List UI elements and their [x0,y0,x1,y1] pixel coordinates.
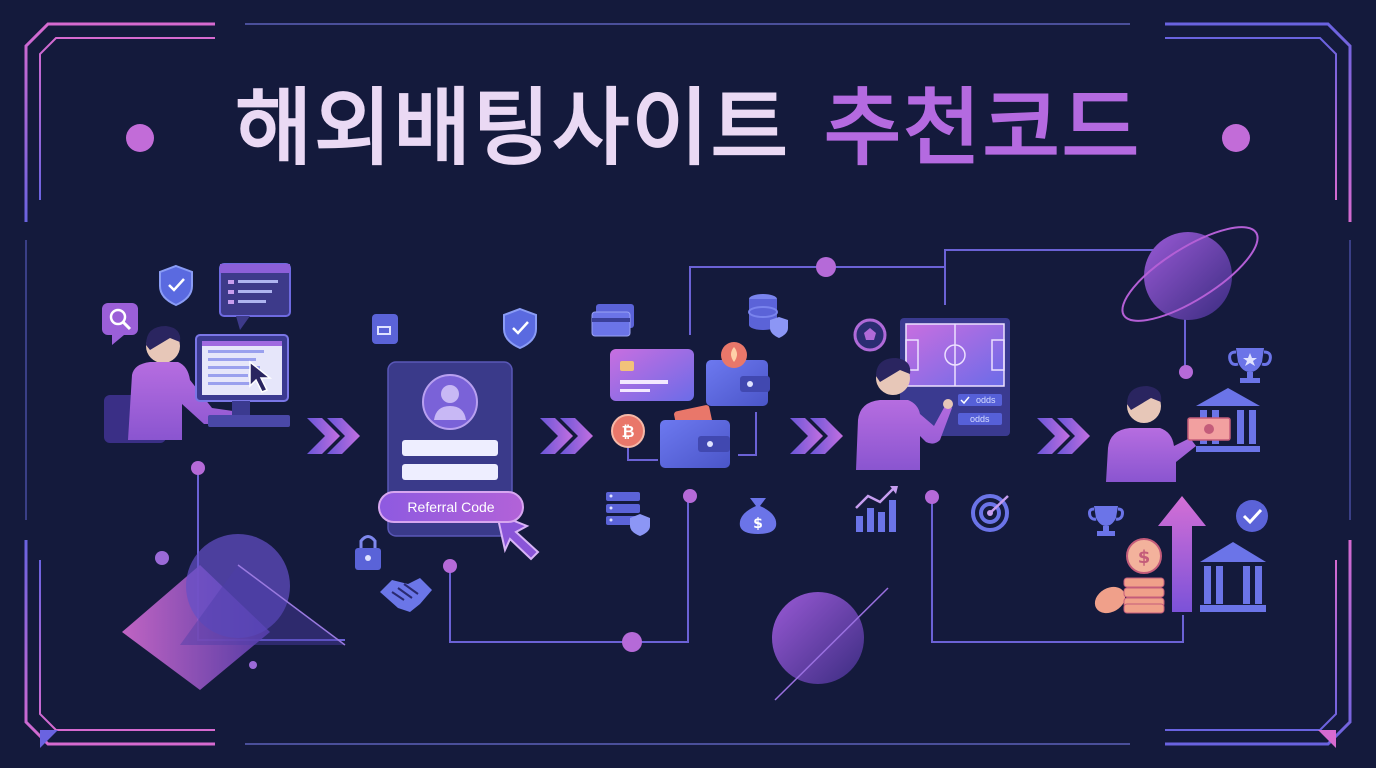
database-shield-icon [748,294,788,338]
title-dot-left [126,124,154,152]
handshake-icon [380,578,432,612]
title-part-accent: 추천코드 [823,79,1142,177]
soccer-field-icon [900,318,1010,436]
chevron-arrow-icon [790,418,843,454]
check-badge-icon [1236,500,1268,532]
target-icon [971,494,1009,532]
credit-cards-icon [591,304,634,337]
form-field[interactable] [402,464,498,480]
referral-code-button[interactable]: Referral Code [378,491,524,523]
odds-label: odds [970,414,990,424]
page-title: 해외배팅사이트 추천코드 [0,78,1376,179]
cursor-icon [495,512,540,561]
wallet-icon [706,342,770,406]
trophy-icon [1088,506,1124,536]
odds-label: odds [976,395,996,405]
frame-corner-accent [40,730,58,748]
arrow-up-icon [1158,496,1206,612]
title-part-main: 해외배팅사이트 [234,79,790,177]
lock-icon [355,535,381,570]
money-bag-icon: $ [739,498,777,534]
person-with-cash-icon [1106,386,1231,482]
shield-check-icon [159,264,193,307]
avatar-icon [422,374,478,430]
bitcoin-icon: ₿ [611,414,645,448]
magnifier-icon [102,303,138,345]
bar-chart-icon [855,486,898,532]
chevron-arrow-icon [1037,418,1090,454]
decor-shape-left [122,534,346,690]
svg-text:₿: ₿ [621,422,634,441]
person-pointing-icon [856,358,953,470]
phone-app-icon [372,314,398,344]
bank-icon [1200,542,1266,612]
chevron-arrow-icon [307,418,360,454]
chat-window-icon [219,263,291,330]
decor-planet-right [1121,226,1259,322]
svg-text:$: $ [753,516,763,532]
credit-card-icon [610,349,694,401]
form-field[interactable] [402,440,498,456]
trophy-icon [1228,348,1272,383]
frame-corner-accent [1318,730,1336,748]
chevron-arrow-icon [540,418,593,454]
frame-border [24,22,1352,746]
server-shield-icon [606,492,650,536]
svg-text:$: $ [1138,547,1151,568]
soccer-ball-icon [853,318,887,352]
wallet-icon [660,405,730,468]
decor-sphere-center [772,587,889,701]
title-dot-right [1222,124,1250,152]
shield-check-icon [503,307,537,350]
coins-icon: $ [1094,538,1165,614]
cursor-icon [249,360,273,393]
connector-nodes [191,257,1193,652]
